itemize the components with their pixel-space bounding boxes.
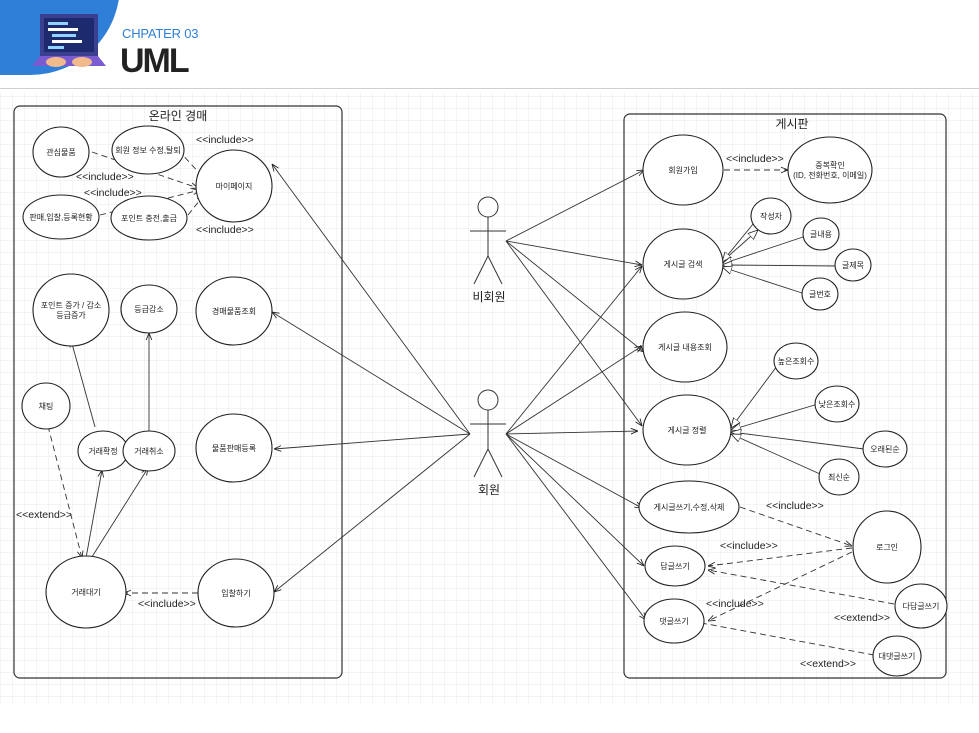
usecase-view-high bbox=[773, 342, 819, 380]
usecase-reply-label: 답글쓰기 bbox=[660, 561, 689, 571]
usecase-post-no-label: 글번호 bbox=[809, 290, 831, 299]
extend-label-2: <<extend>> bbox=[834, 612, 890, 624]
usecase-bid-label: 입찰하기 bbox=[221, 588, 250, 598]
usecase-point-grade bbox=[32, 273, 110, 347]
auction-system-title: 온라인 경매 bbox=[149, 109, 208, 123]
usecase-content bbox=[802, 217, 840, 251]
usecase-wishlist bbox=[32, 126, 90, 178]
header-divider bbox=[0, 88, 979, 89]
use-case-labels: 관심물품 회원 정보 수정,탈퇴 마이페이지 판매,입찰,등록현황 포인트 충전… bbox=[29, 145, 939, 661]
page-title: UML bbox=[120, 42, 190, 80]
usecase-member-edit bbox=[111, 125, 185, 175]
include-label-8: <<include>> bbox=[720, 540, 778, 552]
usecase-post-search bbox=[642, 228, 724, 300]
usecase-trade-wait-label: 거래대기 bbox=[71, 588, 100, 597]
include-label-4: <<include>> bbox=[196, 224, 254, 236]
usecase-chat-label: 채팅 bbox=[39, 401, 54, 411]
usecase-comment-sub-label: 대댓글쓰기 bbox=[879, 651, 916, 661]
usecase-wishlist-label: 관심물품 bbox=[46, 147, 75, 157]
usecase-comment bbox=[643, 598, 705, 644]
actor-member-label: 회원 bbox=[478, 483, 500, 497]
use-case-diagram: 온라인 경매 게시판 비회원 회원 bbox=[0, 92, 979, 704]
usecase-reply bbox=[644, 545, 706, 587]
usecase-post-view-label: 게시글 내용조회 bbox=[658, 342, 712, 352]
usecase-newest-label: 최신순 bbox=[828, 472, 850, 482]
laptop-coding-icon bbox=[32, 14, 106, 67]
include-label-2: <<include>> bbox=[76, 171, 134, 183]
usecase-post-search-label: 게시글 검색 bbox=[663, 259, 702, 269]
usecase-trade-wait bbox=[45, 555, 127, 629]
usecase-trade-confirm-label: 거래확정 bbox=[88, 446, 117, 456]
usecase-reply-sub-label: 다답글쓰기 bbox=[903, 601, 940, 611]
usecase-post-sort-label: 게시글 정렬 bbox=[667, 425, 706, 435]
usecase-oldest bbox=[862, 430, 908, 468]
page-header: CHPATER 03 UML bbox=[0, 0, 979, 92]
chapter-label: CHPATER 03 bbox=[122, 26, 199, 41]
usecase-oldest-label: 오래된순 bbox=[870, 444, 899, 454]
usecase-view-low-label: 낮은조회수 bbox=[819, 399, 856, 409]
usecase-post-sort bbox=[642, 394, 732, 466]
usecase-dup-check bbox=[787, 136, 873, 204]
include-label-1: <<include>> bbox=[196, 134, 254, 146]
actor-guest-label: 비회원 bbox=[472, 290, 505, 304]
board-system-boundary bbox=[623, 113, 947, 679]
usecase-grade-down-label: 등급감소 bbox=[134, 304, 163, 314]
include-label-6: <<include>> bbox=[726, 153, 784, 165]
usecase-signup bbox=[642, 134, 724, 206]
extend-label-3: <<extend>> bbox=[800, 658, 856, 670]
usecase-dup-check-label: 중복확인(ID, 전화번호, 이메일) bbox=[793, 160, 867, 180]
usecase-content-label: 글내용 bbox=[810, 230, 832, 239]
usecase-login bbox=[852, 510, 922, 584]
usecase-post-view bbox=[642, 311, 728, 383]
usecase-post-title bbox=[834, 248, 872, 282]
usecase-newest bbox=[818, 458, 860, 496]
include-label-9: <<include>> bbox=[706, 598, 764, 610]
usecase-trade-cancel-label: 거래취소 bbox=[134, 447, 163, 456]
usecase-view-low bbox=[814, 385, 860, 423]
usecase-author bbox=[750, 197, 792, 235]
usecase-search-item bbox=[195, 276, 273, 346]
usecase-search-item-label: 경매물품조회 bbox=[212, 306, 256, 316]
actor-member bbox=[470, 389, 506, 478]
usecase-signup-label: 회원가입 bbox=[668, 166, 697, 175]
actor-guest bbox=[470, 196, 506, 285]
usecase-comment-label: 댓글쓰기 bbox=[659, 616, 688, 626]
usecase-mypage-label: 마이페이지 bbox=[216, 181, 253, 191]
usecase-register-item-label: 물품판매등록 bbox=[212, 444, 256, 453]
board-system-title: 게시판 bbox=[775, 117, 808, 131]
usecase-post-title-label: 글제목 bbox=[842, 261, 864, 270]
usecase-author-label: 작성자 bbox=[760, 211, 783, 221]
usecase-point-charge-label: 포인트 충전,출금 bbox=[121, 213, 177, 223]
usecase-post-no bbox=[801, 277, 839, 311]
usecase-trade-status bbox=[22, 194, 100, 240]
include-label-3: <<include>> bbox=[84, 187, 142, 199]
usecase-post-write bbox=[638, 480, 740, 534]
include-label-5: <<include>> bbox=[138, 598, 196, 610]
usecase-post-write-label: 게시글쓰기,수정,삭제 bbox=[654, 502, 725, 512]
usecase-comment-sub bbox=[872, 635, 922, 677]
usecase-grade-down bbox=[120, 284, 178, 334]
usecase-trade-status-label: 판매,입찰,등록현황 bbox=[29, 212, 93, 222]
usecase-point-charge bbox=[110, 195, 188, 241]
auction-system-boundary bbox=[13, 105, 343, 679]
generalization-lines bbox=[722, 217, 865, 475]
usecase-member-edit-label: 회원 정보 수정,탈퇴 bbox=[115, 145, 181, 155]
usecase-view-high-label: 높은조회수 bbox=[778, 357, 815, 366]
stereotype-labels: <<include>> <<include>> <<include>> <<in… bbox=[16, 134, 890, 670]
usecase-reply-sub bbox=[894, 583, 948, 629]
usecase-mypage bbox=[195, 149, 273, 223]
usecase-login-label: 로그인 bbox=[876, 542, 898, 552]
uml-canvas: 온라인 경매 게시판 비회원 회원 bbox=[0, 92, 979, 712]
usecase-bid bbox=[197, 558, 275, 628]
usecase-register-item bbox=[195, 413, 273, 483]
usecase-chat bbox=[21, 382, 71, 430]
use-case-ellipses bbox=[21, 125, 948, 677]
extend-label-1: <<extend>> bbox=[16, 509, 72, 521]
usecase-trade-cancel bbox=[122, 430, 176, 472]
include-label-7: <<include>> bbox=[766, 500, 824, 512]
